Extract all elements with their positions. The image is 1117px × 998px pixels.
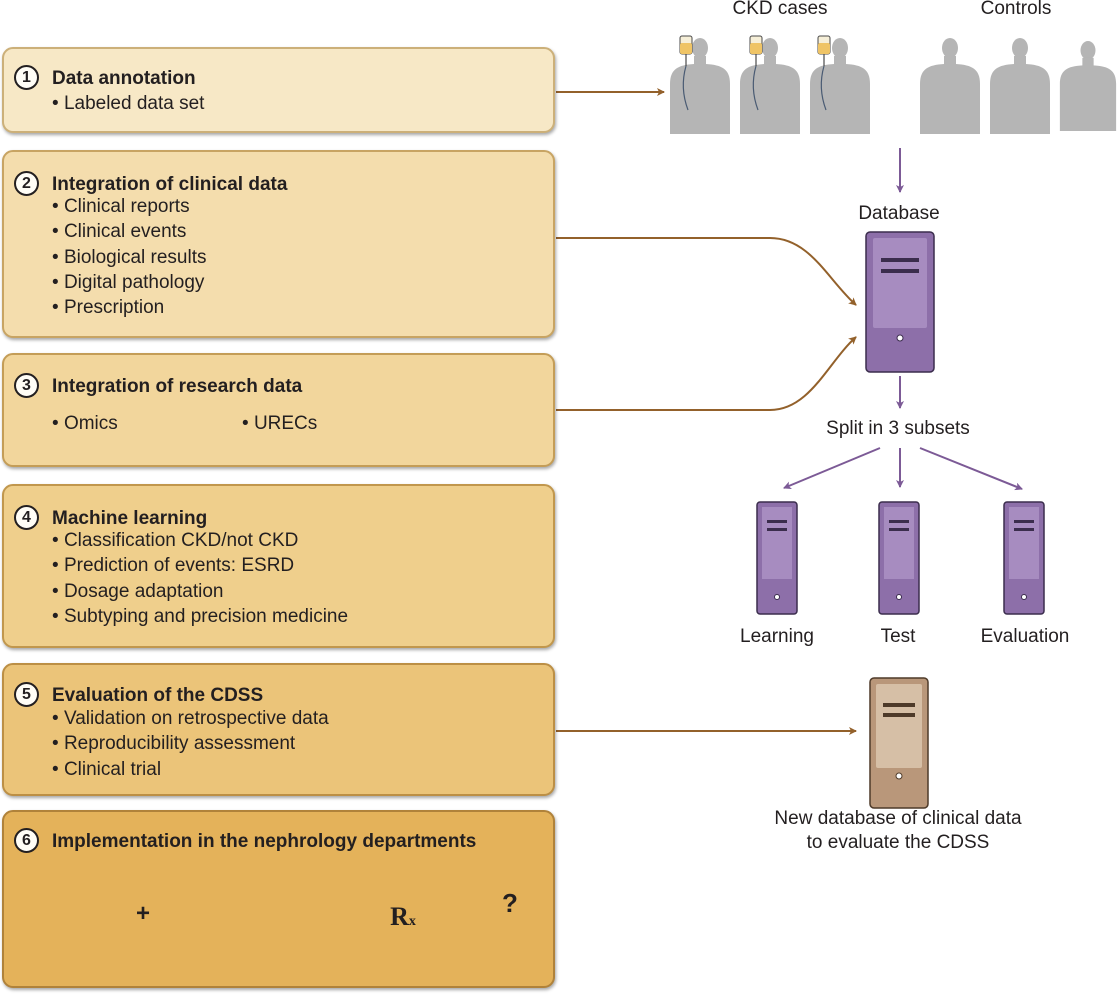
list-item: Subtyping and precision medicine <box>52 604 348 629</box>
rx-symbol-sub: x <box>408 914 416 929</box>
controls-label: Controls <box>980 0 1052 19</box>
evaluation-server-icon <box>1003 501 1045 615</box>
test-label: Test <box>880 626 916 647</box>
new-database-label-line1: New database of clinical data <box>774 808 1022 829</box>
split-label: Split in 3 subsets <box>826 418 970 439</box>
panel-item-list: Classification CKD/not CKD Prediction of… <box>52 528 348 629</box>
database-label: Database <box>858 203 940 224</box>
list-item: Clinical trial <box>52 757 329 782</box>
learning-server-icon <box>756 501 798 615</box>
list-item: Labeled data set <box>52 91 205 116</box>
control-figures <box>920 38 1117 134</box>
panel-machine-learning: 4 Machine learning Classification CKD/no… <box>2 484 555 648</box>
list-item: Reproducibility assessment <box>52 731 329 756</box>
step-number: 3 <box>14 373 39 398</box>
purple-arrows <box>783 148 1023 491</box>
list-item: Classification CKD/not CKD <box>52 528 348 553</box>
step-number: 1 <box>14 65 39 90</box>
list-item: Dosage adaptation <box>52 579 348 604</box>
list-item: Clinical events <box>52 219 207 244</box>
panel-clinical-data: 2 Integration of clinical data Clinical … <box>2 150 555 338</box>
step-number: 6 <box>14 828 39 853</box>
panel-item-list: Validation on retrospective data Reprodu… <box>52 706 329 782</box>
plus-sign: + <box>136 900 151 927</box>
panel-implementation: 6 Implementation in the nephrology depar… <box>2 810 555 988</box>
panel-title: Evaluation of the CDSS <box>52 685 264 706</box>
list-item: Clinical reports <box>52 194 207 219</box>
panel-data-annotation: 1 Data annotation Labeled data set <box>2 47 555 133</box>
panel-item-list: Clinical reports Clinical events Biologi… <box>52 194 207 320</box>
test-server-icon <box>878 501 920 615</box>
step-number: 2 <box>14 171 39 196</box>
panel-title: Implementation in the nephrology departm… <box>52 831 477 852</box>
panel-title: Integration of research data <box>52 376 303 397</box>
panel-title: Machine learning <box>52 508 208 529</box>
panel-cdss-evaluation: 5 Evaluation of the CDSS Validation on r… <box>2 663 555 796</box>
step-number: 4 <box>14 505 39 530</box>
list-item: Digital pathology <box>52 270 207 295</box>
panel-research-data: 3 Integration of research data Omics URE… <box>2 353 555 467</box>
omics-label: Omics <box>52 413 118 435</box>
ckd-patient-figures <box>670 38 870 134</box>
step-number: 5 <box>14 682 39 707</box>
data-flow-arrows <box>556 88 857 735</box>
urecs-label: URECs <box>242 413 317 435</box>
new-database-server-icon <box>869 677 929 809</box>
database-server-icon <box>865 231 935 373</box>
list-item: Validation on retrospective data <box>52 706 329 731</box>
panel-item-list: Labeled data set <box>52 91 205 116</box>
list-item: Prescription <box>52 295 207 320</box>
question-mark: ? <box>502 888 518 918</box>
new-database-label-line2: to evaluate the CDSS <box>806 832 990 853</box>
list-item: Biological results <box>52 245 207 270</box>
list-item: Prediction of events: ESRD <box>52 553 348 578</box>
panel-title: Data annotation <box>52 68 196 89</box>
ckd-cases-label: CKD cases <box>732 0 828 19</box>
rx-symbol: Rx <box>389 902 417 932</box>
rx-symbol-main: R <box>390 902 409 931</box>
panel-title: Integration of clinical data <box>52 174 288 195</box>
learning-label: Learning <box>740 626 814 647</box>
evaluation-label: Evaluation <box>980 626 1070 647</box>
